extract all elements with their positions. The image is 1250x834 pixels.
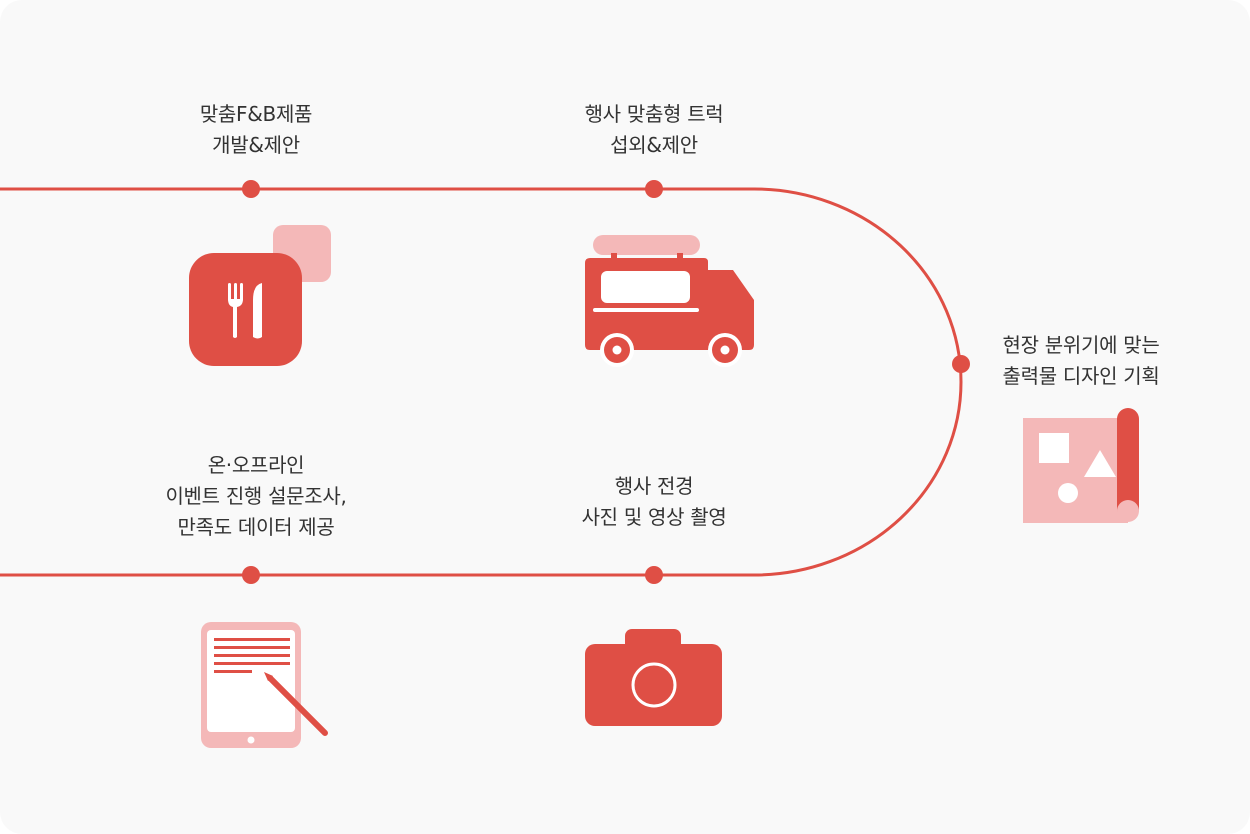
- step-label-truck: 행사 맞춤형 트럭 섭외&제안: [584, 102, 724, 157]
- process-track: [0, 187, 963, 577]
- step-label-print: 현장 분위기에 맞는 출력물 디자인 기획: [1002, 333, 1160, 388]
- node-dot-truck: [645, 180, 663, 198]
- node-dot-photo: [645, 566, 663, 584]
- print-design-icon: [1023, 408, 1139, 523]
- camera-icon: [585, 629, 722, 726]
- tablet-pen-icon: [201, 622, 328, 748]
- step-label-fnb: 맞춤F&B제품 개발&제안: [199, 102, 313, 157]
- node-dot-survey: [242, 566, 260, 584]
- food-truck-icon: [585, 235, 754, 367]
- step-label-photo: 행사 전경 사진 및 영상 촬영: [581, 474, 727, 529]
- node-dot-print: [952, 355, 970, 373]
- fork-knife-icon: [189, 225, 331, 366]
- node-dot-fnb: [242, 180, 260, 198]
- step-label-survey: 온·오프라인 이벤트 진행 설문조사, 만족도 데이터 제공: [165, 453, 347, 539]
